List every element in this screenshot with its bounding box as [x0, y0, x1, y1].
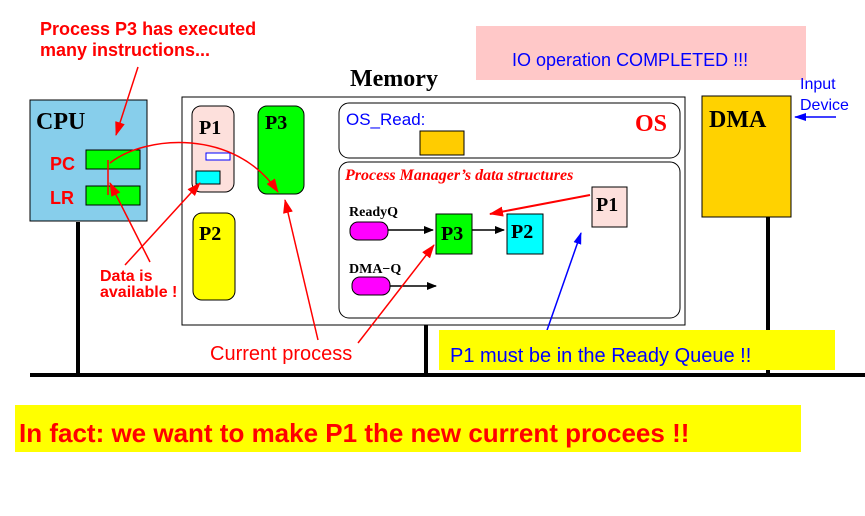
p1-buffer: [205, 152, 231, 161]
readyq-p3-node: [435, 213, 473, 255]
in-fact-text: In fact: we want to make P1 the new curr…: [19, 418, 689, 448]
pc-register: [85, 149, 141, 170]
dma-box: [701, 95, 792, 218]
readyq-p2-node: [506, 213, 544, 255]
readyq-p3-label: P3: [441, 223, 463, 245]
data-available-arrow-2: [109, 182, 151, 263]
p3-note-line1: Process P3 has executed: [40, 19, 256, 39]
data-available-arrow-1: [124, 182, 201, 266]
process-manager-title: Process Manager’s data structures: [344, 167, 573, 184]
memory-title: Memory: [350, 66, 438, 92]
dmaq-head: [351, 276, 391, 296]
lr-label: LR: [50, 188, 74, 208]
in-fact-banner: [15, 405, 801, 452]
p1-data-area: [195, 170, 221, 185]
dma-title: DMA: [709, 107, 767, 133]
p2-process-label: P2: [199, 223, 221, 245]
p3-process-block: [257, 105, 305, 195]
p2-process-block: [192, 212, 236, 301]
io-completed-text: IO operation COMPLETED !!!: [512, 50, 748, 70]
ready-queue-note-banner: [439, 330, 835, 370]
os-read-label: OS_Read:: [346, 110, 425, 129]
p3-process-label: P3: [265, 112, 287, 134]
pc-label: PC: [50, 154, 75, 174]
current-process-arrow-1: [283, 199, 319, 341]
waiting-p1-node: [591, 186, 628, 228]
os-label: OS: [635, 111, 667, 137]
current-process-label: Current process: [210, 343, 352, 365]
ready-queue-note-arrow: [544, 232, 582, 337]
cpu-title: CPU: [36, 109, 85, 135]
readyq-label: ReadyQ: [349, 205, 398, 220]
dmaq-label: DMA−Q: [349, 262, 401, 277]
data-available-line1: Data is: [100, 268, 153, 285]
io-completed-banner: [476, 26, 806, 80]
waiting-p1-label: P1: [596, 194, 618, 216]
input-device-line2: Device: [800, 97, 849, 114]
data-available-line2: available !: [100, 284, 177, 301]
current-process-arrow-2: [357, 244, 435, 344]
pc-to-p3-arrow: [109, 141, 279, 193]
input-device-line1: Input: [800, 76, 836, 93]
os-read-buffer: [419, 130, 465, 156]
p3-note-arrow: [115, 66, 139, 136]
p3-note-line2: many instructions...: [40, 40, 210, 60]
ready-queue-note-text: P1 must be in the Ready Queue !!: [450, 345, 751, 367]
p1-process-label: P1: [199, 117, 221, 139]
p1-to-queue-arrow: [489, 194, 591, 217]
readyq-p2-label: P2: [511, 221, 533, 243]
readyq-head: [349, 221, 389, 241]
